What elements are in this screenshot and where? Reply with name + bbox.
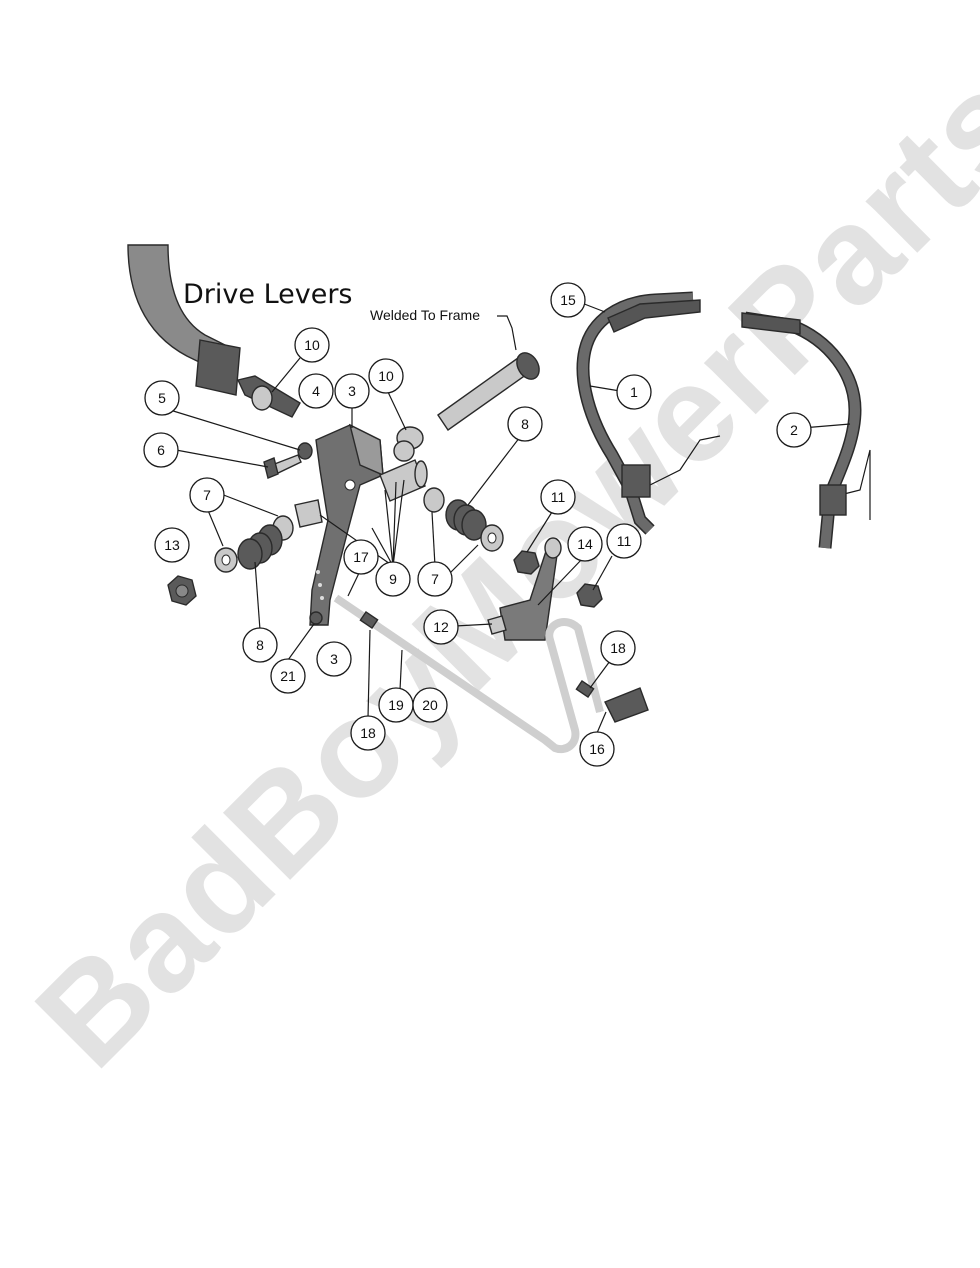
callout-16: 16: [579, 731, 615, 767]
spring-8b: [237, 524, 283, 570]
bolt-12: [487, 615, 507, 635]
rod-end-16: [604, 687, 649, 723]
svg-text:7: 7: [203, 487, 211, 503]
svg-text:8: 8: [256, 637, 264, 653]
diagram-title: Drive Levers: [183, 279, 353, 310]
frame-tube-end: [195, 339, 241, 396]
svg-text:6: 6: [157, 442, 165, 458]
svg-text:20: 20: [422, 697, 438, 713]
callout-13: 13: [154, 527, 190, 563]
svg-text:1: 1: [630, 384, 638, 400]
welded-note-leader: [497, 315, 517, 351]
callouts: 15 1 2 10 4 3 10 5 6 8 7 11 11 13 14 17 …: [143, 282, 812, 767]
nut-11b: [576, 583, 603, 608]
svg-text:3: 3: [330, 651, 338, 667]
svg-text:3: 3: [348, 383, 356, 399]
grip-2: [741, 312, 801, 335]
callout-21: 21: [270, 658, 306, 694]
callout-7: 7: [417, 561, 453, 597]
callout-8: 8: [507, 406, 543, 442]
spacer-9: [294, 499, 323, 528]
washer-7a: [423, 487, 445, 513]
callout-14: 14: [567, 526, 603, 562]
callout-2: 2: [776, 412, 812, 448]
bracket-hole: [344, 479, 356, 491]
washer-10a: [251, 385, 273, 411]
callout-11: 11: [606, 523, 642, 559]
nut-11a: [513, 550, 540, 575]
callout-19: 19: [378, 687, 414, 723]
svg-text:11: 11: [617, 533, 632, 549]
callout-7: 7: [189, 477, 225, 513]
svg-text:12: 12: [433, 619, 449, 635]
control-rod: [333, 594, 649, 753]
callout-8: 8: [242, 627, 278, 663]
collar-18b: [575, 679, 595, 699]
svg-text:7: 7: [431, 571, 439, 587]
svg-text:4: 4: [312, 383, 320, 399]
callout-3: 3: [316, 641, 352, 677]
nut-5: [297, 442, 313, 460]
svg-text:13: 13: [164, 537, 180, 553]
welded-pin-head: [516, 352, 540, 380]
svg-text:2: 2: [790, 422, 798, 438]
lever-2: [741, 311, 871, 549]
grip-15: [607, 299, 701, 333]
callout-5: 5: [144, 380, 180, 416]
pivot-shaft-9: [379, 459, 426, 502]
svg-text:18: 18: [610, 640, 626, 656]
svg-text:5: 5: [158, 390, 166, 406]
svg-text:11: 11: [551, 489, 566, 505]
callout-11: 11: [540, 479, 576, 515]
callout-4: 4: [298, 373, 334, 409]
callout-17: 17: [343, 539, 379, 575]
svg-text:17: 17: [353, 549, 369, 565]
callout-10: 10: [294, 327, 330, 363]
svg-text:10: 10: [378, 368, 394, 384]
svg-text:8: 8: [521, 416, 529, 432]
parts-illustration: [127, 244, 871, 753]
welded-note: Welded To Frame: [370, 307, 480, 323]
spring-8a: [445, 499, 487, 541]
callout-20: 20: [412, 687, 448, 723]
svg-text:9: 9: [389, 571, 397, 587]
callout-18: 18: [600, 630, 636, 666]
callout-6: 6: [143, 432, 179, 468]
callout-3: 3: [334, 373, 370, 409]
svg-text:14: 14: [577, 536, 593, 552]
svg-text:15: 15: [560, 292, 576, 308]
svg-text:21: 21: [280, 668, 296, 684]
callout-12: 12: [423, 609, 459, 645]
callout-15: 15: [550, 282, 586, 318]
callout-10: 10: [368, 358, 404, 394]
callout-18: 18: [350, 715, 386, 751]
svg-text:10: 10: [304, 337, 320, 353]
callout-1: 1: [616, 374, 652, 410]
callout-9: 9: [375, 561, 411, 597]
svg-text:18: 18: [360, 725, 376, 741]
collar-18a: [359, 610, 379, 630]
svg-text:19: 19: [388, 697, 404, 713]
bracket-bolt-21: [309, 611, 323, 625]
svg-text:16: 16: [589, 741, 605, 757]
lever-1: [576, 291, 721, 535]
